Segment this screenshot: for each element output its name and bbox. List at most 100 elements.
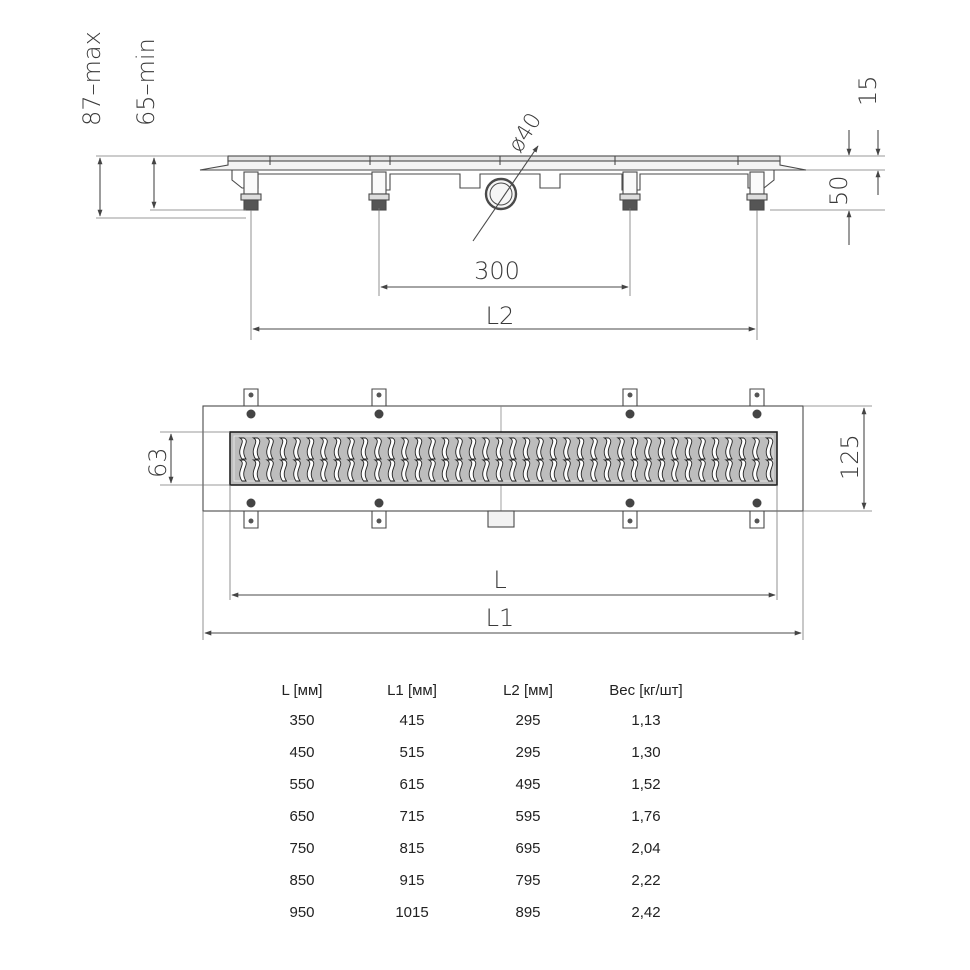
cell-l: 950	[289, 903, 315, 921]
cell-l2: 895	[515, 903, 541, 921]
grate-slot	[454, 459, 463, 482]
grate-slot	[238, 437, 247, 460]
header-weight: Вес [кг/шт]	[609, 681, 683, 699]
grate-slot	[710, 459, 720, 482]
grate-slot	[697, 437, 706, 460]
grate-slot	[265, 459, 274, 482]
grate-slot	[332, 437, 342, 460]
grate-slot	[562, 459, 571, 482]
grate-slot	[386, 459, 396, 482]
grate-slot	[413, 459, 423, 482]
grate-slot	[454, 437, 463, 460]
grate-slot	[764, 437, 774, 460]
grate-slot	[400, 437, 409, 460]
technical-drawing: 87–max 65–min ø40 15 50 300 L2	[78, 31, 885, 640]
grate-slot	[481, 437, 490, 460]
l-label: L	[493, 566, 506, 594]
grate-slot	[656, 437, 666, 460]
grate-slot	[346, 437, 355, 460]
grate-slot	[643, 459, 652, 482]
spec-table-header: L [мм] L1 [мм] L2 [мм] Вес [кг/шт]	[262, 676, 718, 704]
cell-l2: 795	[515, 871, 541, 889]
grate-slot	[346, 459, 355, 482]
header-l1: L1 [мм]	[387, 681, 437, 699]
grate-slot	[548, 459, 558, 482]
grate-slot	[386, 437, 396, 460]
grate-slot	[670, 459, 679, 482]
cell-l: 350	[289, 711, 315, 729]
grate-slot	[319, 437, 328, 460]
grate-slot	[373, 437, 382, 460]
grate-slot	[292, 459, 301, 482]
grate-slot	[602, 437, 612, 460]
grate-slot	[413, 437, 423, 460]
grate-slot	[359, 459, 369, 482]
grate-slot	[278, 437, 288, 460]
header-l2: L2 [мм]	[503, 681, 553, 699]
grate-slot	[481, 459, 490, 482]
grate-slot	[359, 437, 369, 460]
grate-slot	[562, 437, 571, 460]
grate-slot	[521, 437, 531, 460]
grate-slot	[427, 437, 436, 460]
table-row: 650 715 595 1,76	[262, 800, 718, 832]
grate-slot	[508, 437, 517, 460]
table-row: 550 615 495 1,52	[262, 768, 718, 800]
grate-slot	[265, 437, 274, 460]
grate-slot	[332, 459, 342, 482]
diameter-leader	[472, 145, 539, 242]
grate-slot	[319, 459, 328, 482]
grate-slot	[494, 437, 504, 460]
table-row: 450 515 295 1,30	[262, 736, 718, 768]
height-min-label: 65–min	[132, 38, 160, 126]
table-row: 750 815 695 2,04	[262, 832, 718, 864]
cell-l: 650	[289, 807, 315, 825]
outlet-diameter-label: ø40	[504, 109, 547, 157]
grate-slot	[751, 459, 760, 482]
drain-legs	[240, 171, 768, 211]
grate-slot	[278, 459, 288, 482]
table-row: 350 415 295 1,13	[262, 704, 718, 736]
body-height-label: 50	[825, 175, 853, 206]
outlet-stub	[487, 510, 515, 528]
grate-slot	[589, 459, 598, 482]
grate-slot	[737, 437, 747, 460]
grate-slot	[724, 437, 733, 460]
grate-slot	[467, 437, 477, 460]
grate-slot	[737, 459, 747, 482]
cell-l2: 495	[515, 775, 541, 793]
cell-l1: 415	[399, 711, 425, 729]
grate-slot	[629, 459, 639, 482]
grate-slot	[643, 437, 652, 460]
grate-slot	[575, 437, 585, 460]
grate-slot	[305, 459, 315, 482]
cell-weight: 2,42	[631, 903, 661, 921]
grate-slot	[710, 437, 720, 460]
spec-table: L [мм] L1 [мм] L2 [мм] Вес [кг/шт] 350 4…	[262, 676, 718, 928]
cell-l2: 595	[515, 807, 541, 825]
grate-slot	[616, 437, 625, 460]
grate-slot	[440, 437, 450, 460]
grate-slot	[440, 459, 450, 482]
grate-slot	[548, 437, 558, 460]
grate-slot	[535, 459, 544, 482]
grate-slot	[292, 437, 301, 460]
screw-holes	[246, 409, 762, 508]
cell-l: 450	[289, 743, 315, 761]
side-view	[96, 130, 885, 340]
grate-width-label: 63	[144, 447, 172, 478]
cell-l: 850	[289, 871, 315, 889]
cell-weight: 1,13	[631, 711, 661, 729]
grate-slot	[697, 459, 706, 482]
grate-slot	[602, 459, 612, 482]
table-row: 950 1015 895 2,42	[262, 896, 718, 928]
flange-height-label: 15	[854, 75, 882, 106]
drain-grate-top	[227, 155, 781, 162]
grate-slot	[535, 437, 544, 460]
l2-label: L2	[486, 302, 515, 330]
grate-slot	[494, 459, 504, 482]
grate-slot	[400, 459, 409, 482]
cell-l2: 295	[515, 743, 541, 761]
grate-slot	[629, 437, 639, 460]
cell-l1: 515	[399, 743, 425, 761]
